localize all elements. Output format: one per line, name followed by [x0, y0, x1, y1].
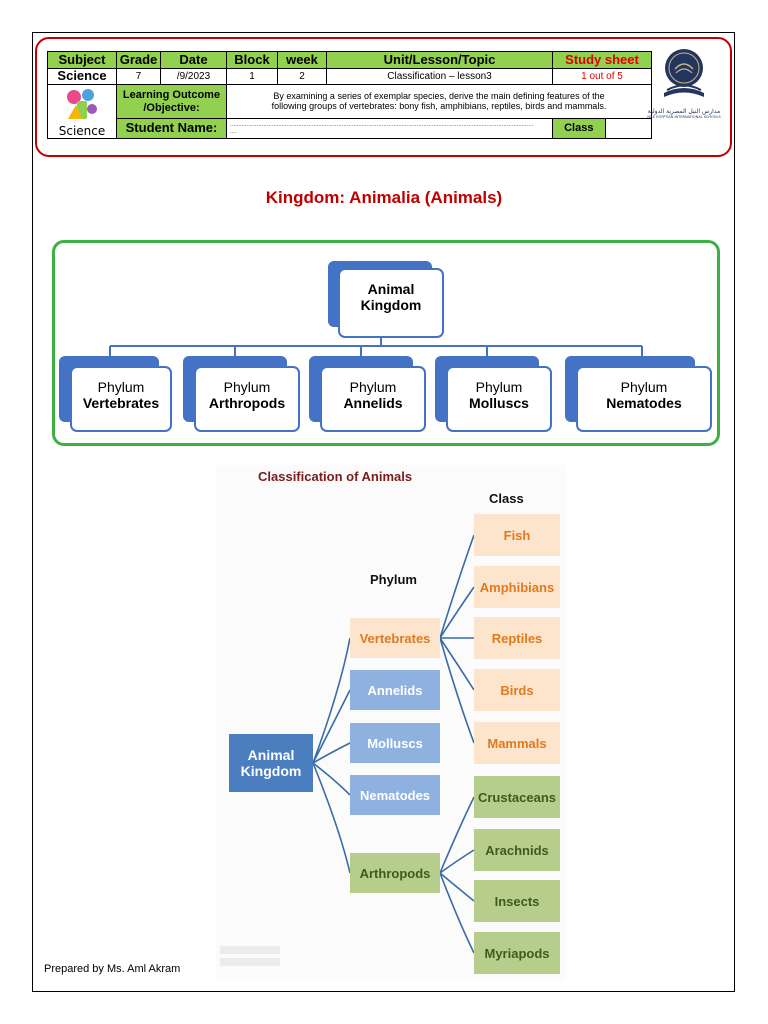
phylum-prefix: Phylum — [223, 379, 271, 395]
classification-phylum-annelids: Annelids — [350, 670, 440, 710]
science-logo-label: Science — [58, 123, 106, 138]
class-arachnids: Arachnids — [474, 829, 560, 871]
hierarchy-chart: Animal Kingdom Phylum Vertebrates Phylum… — [52, 240, 720, 446]
faint-toolbar-artifact — [218, 944, 284, 974]
phylum-prefix: Phylum — [349, 379, 397, 395]
phylum-prefix: Phylum — [475, 379, 523, 395]
study-sheet-heading: Study sheet — [552, 51, 652, 69]
header-table: Subject Grade Date Block week Unit/Lesso… — [47, 51, 653, 139]
phylum-node-shape-1 — [59, 356, 172, 432]
phylum-node-vertebrates: Phylum Vertebrates — [71, 379, 171, 411]
phylum-node-shape-4 — [435, 356, 552, 432]
name-dots-2: .... — [230, 128, 237, 135]
phylum-node-shape-3 — [309, 356, 426, 432]
learning-outcome-label: Learning Outcome /Objective: — [116, 84, 227, 119]
class-myriapods: Myriapods — [474, 932, 560, 974]
root-node: Animal Kingdom — [339, 281, 443, 313]
phylum-node-shape-2 — [183, 356, 300, 432]
class-reptiles: Reptiles — [474, 617, 560, 659]
phylum-name: Arthropods — [208, 395, 286, 411]
phylum-node-nematodes: Phylum Nematodes — [577, 379, 711, 411]
phylum-prefix: Phylum — [620, 379, 668, 395]
objective-line-2: following groups of vertebrates: bony fi… — [271, 100, 607, 111]
header-panel: Subject Grade Date Block week Unit/Lesso… — [35, 37, 732, 157]
science-logo-cell: Science — [47, 84, 117, 139]
classification-phylum-molluscs: Molluscs — [350, 723, 440, 763]
classification-phylum-vertebrates: Vertebrates — [350, 618, 440, 658]
topic-heading: Unit/Lesson/Topic — [326, 51, 553, 69]
school-emblem-icon — [664, 49, 704, 97]
objective-line-1: By examining a series of exemplar specie… — [273, 90, 605, 101]
phylum-column-heading: Phylum — [370, 572, 417, 587]
class-birds: Birds — [474, 669, 560, 711]
class-insects: Insects — [474, 880, 560, 922]
school-name-english: NILE EGYPTIAN INTERNATIONAL SCHOOLS — [647, 115, 721, 119]
kingdom-title: Kingdom: Animalia (Animals) — [265, 188, 503, 207]
hierarchy-graphics — [59, 261, 712, 432]
phylum-name: Nematodes — [606, 395, 682, 411]
phylum-node-molluscs: Phylum Molluscs — [447, 379, 551, 411]
school-name-arabic: مدارس النيل المصرية الدولية — [647, 108, 721, 115]
phylum-name: Annelids — [343, 395, 403, 411]
root-node-line-2: Kingdom — [360, 297, 422, 313]
toolbar-ghost-icon — [220, 946, 280, 966]
school-logo: مدارس النيل المصرية الدولية NILE EGYPTIA… — [646, 47, 722, 147]
student-name-field[interactable]: ........................................… — [226, 118, 553, 139]
name-dots: ........................................… — [230, 121, 534, 128]
phylum-name: Molluscs — [469, 395, 529, 411]
class-crustaceans: Crustaceans — [474, 776, 560, 818]
classification-title: Classification of Animals — [258, 469, 413, 484]
class-amphibians: Amphibians — [474, 566, 560, 608]
class-field[interactable] — [604, 118, 653, 139]
flask-icon — [67, 88, 97, 119]
root-node-line-1: Animal — [367, 281, 415, 297]
block-heading: Block — [226, 51, 278, 69]
prepared-by: Prepared by Ms. Aml Akram — [44, 963, 181, 975]
root-node-shape — [328, 261, 444, 338]
classification-root-node: Animal Kingdom — [229, 734, 313, 792]
phylum-name: Vertebrates — [82, 395, 160, 411]
classification-phylum-nematodes: Nematodes — [350, 775, 440, 815]
class-label: Class — [552, 118, 606, 139]
classification-phylum-arthropods: Arthropods — [350, 853, 440, 893]
objective-text: By examining a series of exemplar specie… — [226, 84, 652, 119]
phylum-node-arthropods: Phylum Arthropods — [195, 379, 299, 411]
science-logo — [48, 87, 116, 125]
class-column-heading: Class — [489, 491, 524, 506]
class-mammals: Mammals — [474, 722, 560, 764]
phylum-node-shape-5 — [565, 356, 712, 432]
page-frame — [32, 32, 735, 992]
class-fish: Fish — [474, 514, 560, 556]
phylum-prefix: Phylum — [97, 379, 145, 395]
phylum-node-annelids: Phylum Annelids — [321, 379, 425, 411]
